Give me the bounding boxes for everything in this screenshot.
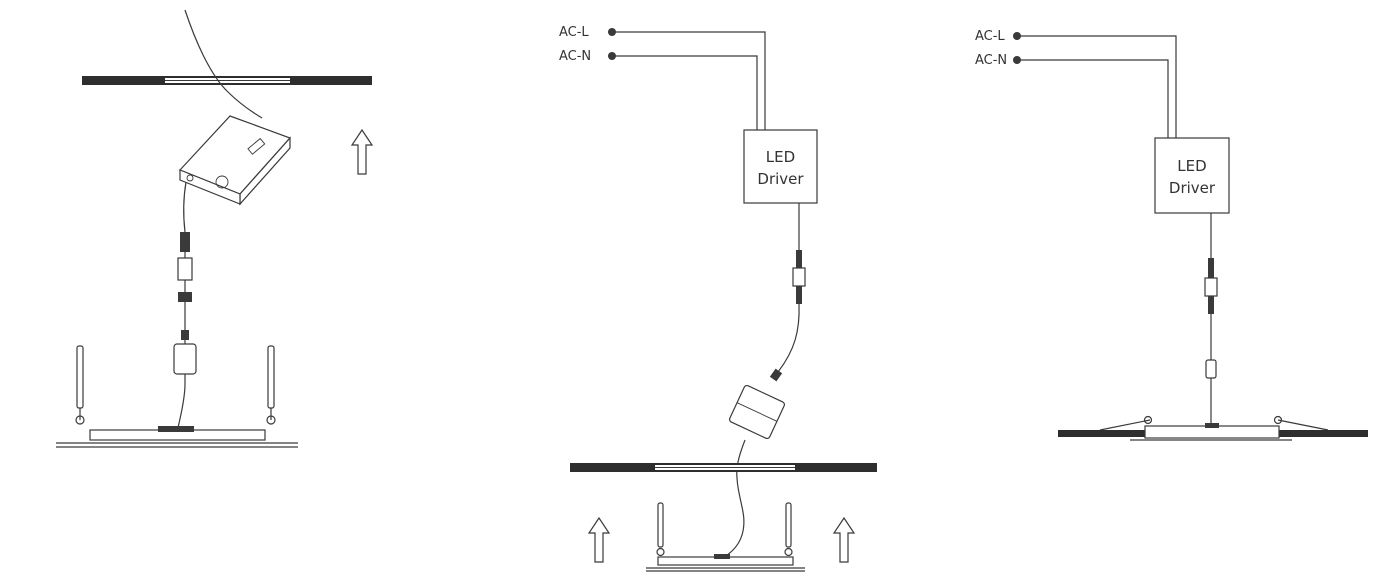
ac-n-wire <box>612 55 758 130</box>
ac-l-wire <box>1017 35 1177 138</box>
led-panel-light <box>56 426 298 448</box>
inline-driver-box <box>728 384 786 440</box>
led-driver-box: LED Driver <box>743 129 818 204</box>
driver-label-line1: LED <box>766 148 795 166</box>
output-cable <box>183 181 187 233</box>
up-arrow-icon <box>350 128 374 175</box>
inline-module <box>173 343 197 375</box>
panel-junction-box-install <box>56 9 374 448</box>
ac-l-label: AC-L <box>559 25 589 40</box>
ac-n-wire <box>1017 59 1169 138</box>
inline-module <box>1205 359 1217 379</box>
ac-l-label: AC-L <box>975 29 1005 44</box>
driver-label-line1: LED <box>1177 157 1206 175</box>
panel-remote-driver-wiring: AC-L AC-N LED Driver <box>559 25 877 572</box>
up-arrow-icon <box>832 516 856 563</box>
cable-connectors <box>1204 213 1218 360</box>
cable-connectors <box>792 203 806 304</box>
driver-label-line2: Driver <box>1169 179 1216 197</box>
output-cable <box>777 303 800 373</box>
ac-n-label: AC-N <box>975 53 1007 68</box>
led-panel-light <box>646 554 805 572</box>
junction-box <box>178 115 292 206</box>
supply-wire <box>184 9 263 119</box>
ac-n-label: AC-N <box>559 49 591 64</box>
ceiling-board <box>82 76 372 85</box>
cable-connectors <box>177 232 193 344</box>
ac-l-wire <box>612 31 766 130</box>
led-panel-light <box>1130 423 1292 441</box>
spring-clips <box>1099 415 1329 431</box>
driver-label-line2: Driver <box>757 170 804 188</box>
spring-clips <box>656 502 793 557</box>
panel-flush-mount-wiring: AC-L AC-N LED Driver <box>975 29 1368 441</box>
led-driver-box: LED Driver <box>1154 137 1230 214</box>
up-arrow-icon <box>587 516 611 563</box>
ceiling-board <box>570 463 877 472</box>
spring-clips <box>75 345 276 425</box>
